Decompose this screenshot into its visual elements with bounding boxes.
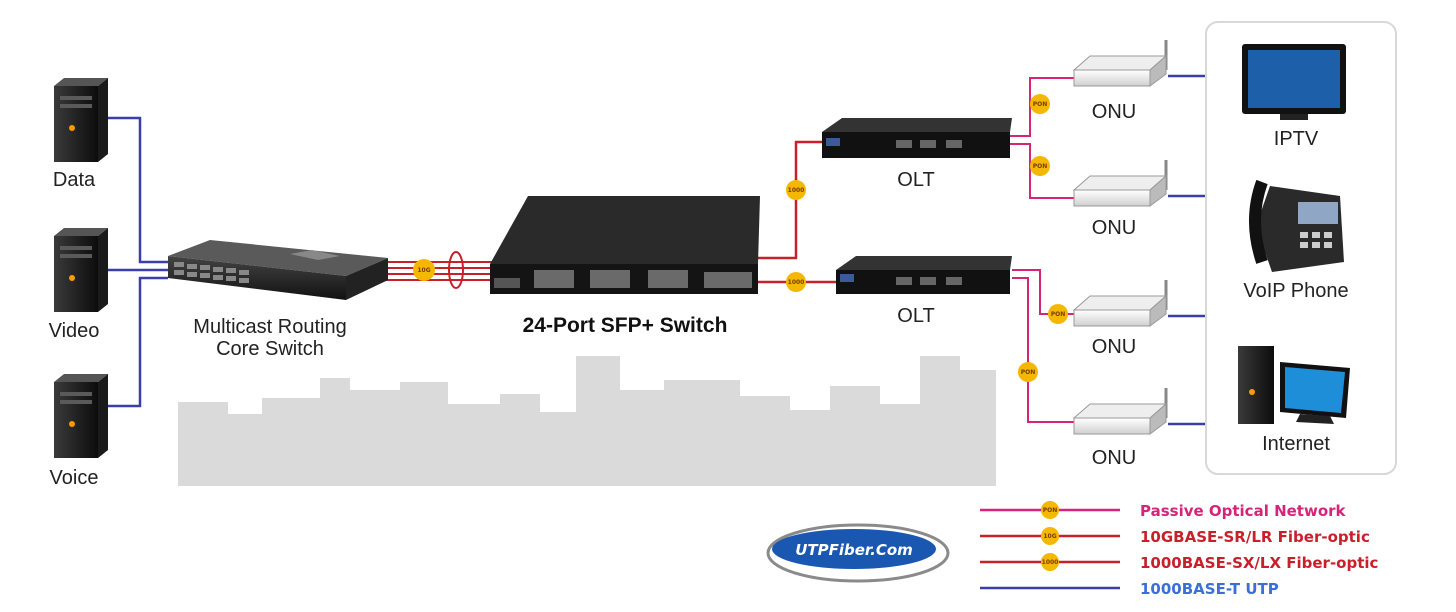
svg-text:1000: 1000	[788, 187, 805, 194]
svg-text:1000: 1000	[1042, 559, 1059, 566]
svg-text:PON: PON	[1033, 101, 1048, 108]
badge-10g-main: 10G	[413, 259, 435, 281]
onu-2	[1072, 160, 1168, 207]
legend-label-pon: Passive Optical Network	[1140, 502, 1347, 520]
badge-pon-2: PON	[1030, 156, 1050, 176]
onu-3	[1072, 280, 1168, 327]
sfp-switch-label: 24-Port SFP+ Switch	[523, 314, 728, 337]
core-switch-label-line2: Core Switch	[216, 338, 324, 360]
server-voice-label: Voice	[50, 467, 99, 489]
utp-links-onus	[1168, 74, 1205, 426]
endpoint-iptv-label: IPTV	[1274, 128, 1319, 150]
onu-3-label: ONU	[1092, 336, 1136, 358]
sfp-switch	[490, 196, 760, 294]
badge-pon-1: PON	[1030, 94, 1050, 114]
server-data	[54, 78, 108, 162]
skyline-background	[178, 356, 996, 486]
utp-links-servers	[108, 116, 168, 408]
legend-item-pon: PON Passive Optical Network	[980, 501, 1347, 520]
legend-label-1000: 1000BASE-SX/LX Fiber-optic	[1140, 554, 1378, 572]
endpoint-internet-label: Internet	[1262, 433, 1330, 455]
tv-icon	[1242, 44, 1346, 120]
server-voice	[54, 374, 108, 458]
onu-1	[1072, 40, 1168, 87]
utpfiber-logo: UTPFiber.Com	[766, 523, 950, 583]
computer-icon	[1238, 346, 1350, 424]
svg-text:10G: 10G	[1043, 533, 1056, 540]
legend-item-1000: 1000 1000BASE-SX/LX Fiber-optic	[980, 553, 1378, 572]
server-data-label: Data	[53, 169, 96, 191]
onu-2-label: ONU	[1092, 217, 1136, 239]
core-switch	[168, 240, 388, 300]
onu-4	[1072, 388, 1168, 435]
olt-top	[822, 118, 1012, 158]
legend-label-10g: 10GBASE-SR/LR Fiber-optic	[1140, 528, 1370, 546]
olt-top-label: OLT	[897, 169, 934, 191]
svg-text:PON: PON	[1033, 163, 1048, 170]
olt-bottom-label: OLT	[897, 305, 934, 327]
legend: PON Passive Optical Network 10G 10GBASE-…	[980, 501, 1378, 598]
badge-1000-top: 1000	[786, 180, 806, 200]
badge-pon-3: PON	[1048, 304, 1068, 324]
server-video-label: Video	[49, 320, 100, 342]
legend-label-utp: 1000BASE-T UTP	[1140, 580, 1279, 598]
svg-text:1000: 1000	[788, 279, 805, 286]
fiber-1g-links	[758, 140, 836, 284]
badge-pon-4: PON	[1018, 362, 1038, 382]
fiber-10g-links	[385, 251, 498, 289]
legend-item-10g: 10G 10GBASE-SR/LR Fiber-optic	[980, 527, 1370, 546]
core-switch-label-line1: Multicast Routing	[193, 316, 346, 338]
logo-text: UTPFiber.Com	[795, 541, 913, 559]
svg-text:PON: PON	[1051, 311, 1066, 318]
onu-1-label: ONU	[1092, 101, 1136, 123]
legend-item-utp: 1000BASE-T UTP	[980, 580, 1279, 598]
olt-bottom	[836, 256, 1012, 294]
svg-text:10G: 10G	[417, 267, 430, 274]
svg-text:PON: PON	[1043, 507, 1058, 514]
server-video	[54, 228, 108, 312]
phone-icon	[1249, 179, 1344, 272]
endpoint-voip-label: VoIP Phone	[1243, 280, 1348, 302]
onu-4-label: ONU	[1092, 447, 1136, 469]
svg-text:PON: PON	[1021, 369, 1036, 376]
pon-links	[1010, 77, 1076, 423]
badge-1000-bottom: 1000	[786, 272, 806, 292]
